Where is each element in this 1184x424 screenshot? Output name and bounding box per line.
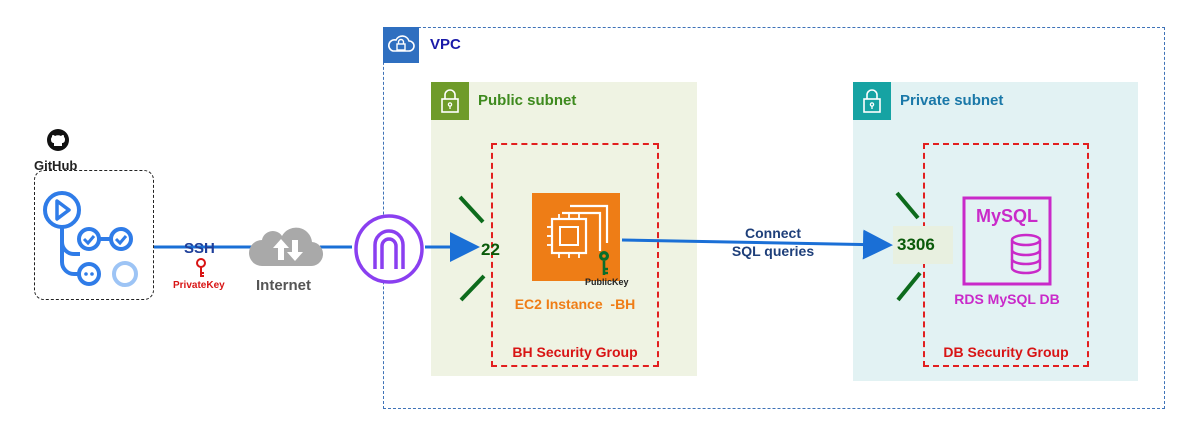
public-subnet-lock-icon [431, 82, 469, 120]
internet-cloud-icon [249, 227, 324, 267]
public-key-icon [599, 251, 609, 275]
connection-label-line1: Connect [745, 225, 801, 241]
github-logo-icon [47, 129, 69, 151]
ssh-label: SSH [184, 240, 215, 257]
port-3306-lower-bar [896, 271, 922, 302]
private-key-label: PrivateKey [173, 280, 225, 291]
vpc-label: VPC [430, 36, 461, 53]
private-subnet-label: Private subnet [900, 92, 1004, 109]
port-3306-badge [893, 226, 953, 264]
rds-mysql-label: RDS MySQL DB [954, 291, 1060, 307]
port-22-label: 22 [481, 240, 500, 259]
port-22-lower-bar [459, 274, 486, 302]
private-subnet-lock-icon [853, 82, 891, 120]
connection-label: Connect SQL queries [718, 224, 828, 260]
rds-mysql-icon: MySQL [962, 196, 1052, 286]
port-3306-label: 3306 [897, 235, 935, 254]
github-actions-box [34, 170, 154, 300]
internet-label: Internet [256, 277, 312, 294]
port-3306-upper-bar [895, 191, 920, 220]
bh-security-group [491, 143, 659, 367]
connection-label-line2: SQL queries [731, 243, 815, 259]
ec2-instance-icon [532, 193, 620, 281]
mysql-logo-text: MySQL [976, 206, 1038, 226]
bh-security-group-label: BH Security Group [512, 344, 638, 360]
private-key-icon [196, 258, 206, 277]
github-label: GitHub [34, 158, 78, 173]
db-security-group-label: DB Security Group [943, 344, 1069, 360]
ec2-to-rds-arrow [621, 229, 893, 260]
public-key-label: PublicKey [585, 277, 629, 287]
public-subnet-label: Public subnet [478, 92, 577, 109]
port-22-upper-bar [458, 195, 485, 224]
cloud-lock-icon [383, 27, 419, 63]
internet-gateway-icon [354, 214, 424, 284]
github-actions-workflow-icon [43, 191, 138, 287]
ec2-instance-label: EC2 Instance -BH [514, 296, 636, 312]
